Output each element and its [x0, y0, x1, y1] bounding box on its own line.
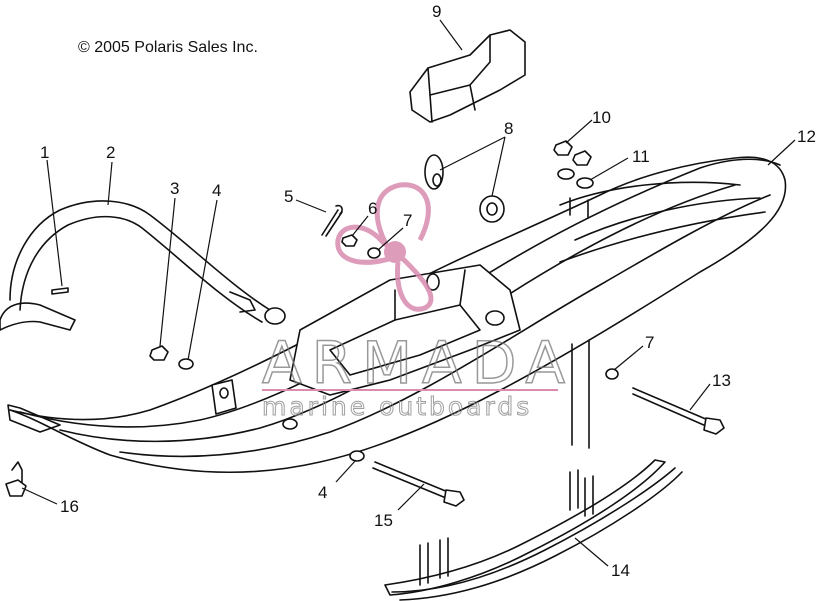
callout-2: 2 [106, 143, 115, 162]
ski-body [7, 156, 787, 474]
callout-15: 15 [374, 511, 393, 530]
hardware [5, 140, 725, 507]
wear-bar [384, 459, 683, 601]
callout-1: 1 [40, 143, 49, 162]
callout-14: 14 [611, 561, 630, 580]
copyright-text: © 2005 Polaris Sales Inc. [78, 39, 258, 56]
ski-saddle-damper [409, 29, 526, 123]
callout-11: 11 [632, 147, 650, 166]
callout-4b: 4 [318, 483, 327, 502]
callout-6: 6 [368, 199, 377, 218]
callout-8: 8 [504, 119, 513, 138]
propeller-logo-icon [335, 182, 434, 312]
watermark-tagline: marine outboards [262, 392, 532, 421]
callout-16: 16 [60, 497, 79, 516]
callout-3: 3 [170, 179, 179, 198]
callouts: 1 2 3 4 5 6 7 8 9 10 11 12 7 13 4 15 [21, 2, 816, 580]
watermark-brand: ARMADA [262, 329, 575, 397]
callout-4: 4 [212, 181, 221, 200]
callout-10: 10 [592, 108, 611, 127]
callout-9: 9 [432, 2, 441, 21]
callout-7a: 7 [403, 211, 412, 230]
callout-5: 5 [284, 187, 293, 206]
callout-13: 13 [712, 371, 731, 390]
callout-7b: 7 [645, 333, 654, 352]
callout-12: 12 [797, 127, 816, 146]
ski-loop-handle [0, 200, 286, 331]
watermark: ARMADA marine outboards [261, 182, 575, 422]
